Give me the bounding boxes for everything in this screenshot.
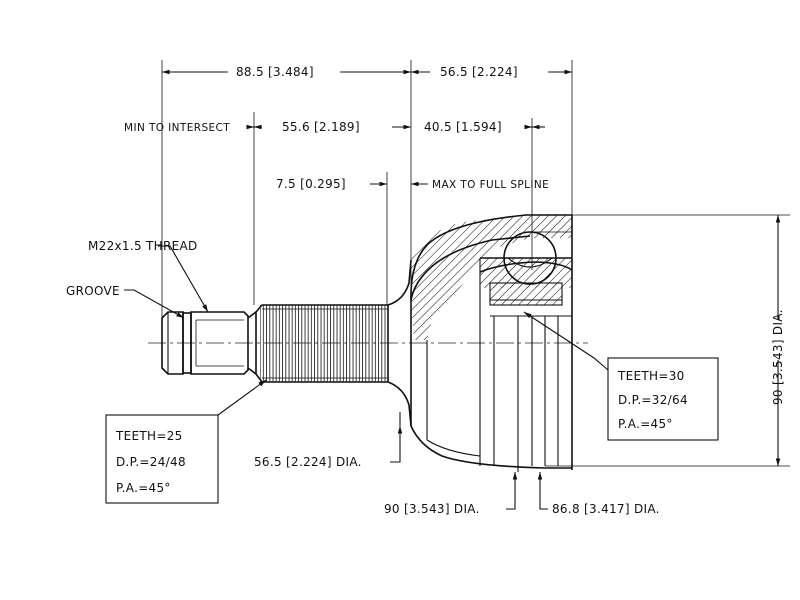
body-dia-callout: 90 [3.543] DIA. — [384, 472, 518, 516]
thread-label: M22x1.5 THREAD — [88, 239, 198, 253]
spec-right-pa: P.A.=45° — [618, 417, 673, 431]
groove-label: GROOVE — [66, 284, 120, 298]
dimension-overall: 88.5 [3.484] 56.5 [2.224] — [161, 60, 573, 330]
dim-min-intersect-value: 55.6 [2.189] — [282, 120, 360, 134]
dim-max-spline-value: 7.5 [0.295] — [276, 177, 346, 191]
shaft-dia-callout: 56.5 [2.224] DIA. — [254, 412, 403, 469]
shaft-neck — [387, 259, 412, 427]
spec-box-right: TEETH=30 D.P.=32/64 P.A.=45° — [523, 311, 719, 441]
dim-spline-right-value: 40.5 [1.594] — [424, 120, 502, 134]
groove-callout: GROOVE — [66, 284, 185, 319]
inner-race — [479, 231, 573, 472]
dim-body-dia: 90 [3.543] DIA. — [384, 502, 480, 516]
spec-right-dp: D.P.=32/64 — [618, 393, 688, 407]
dim-outer-dia: 90 [3.543] DIA. — [771, 309, 785, 405]
bell-housing — [410, 214, 573, 470]
dimension-spline: 7.5 [0.295] MAX TO FULL SPLINE — [276, 172, 549, 305]
shaft-spline — [255, 304, 389, 383]
spec-box-left: TEETH=25 D.P.=24/48 P.A.=45° — [105, 379, 267, 504]
dimension-outer-dia: 90 [3.543] DIA. — [545, 214, 790, 467]
dim-overall-right: 56.5 [2.224] — [440, 65, 518, 79]
dimension-intersect: MIN TO INTERSECT 55.6 [2.189] 40.5 [1.59… — [124, 112, 545, 305]
spec-left-dp: D.P.=24/48 — [116, 455, 186, 469]
dim-shaft-dia: 56.5 [2.224] DIA. — [254, 455, 362, 469]
inner-dia-callout: 86.8 [3.417] DIA. — [537, 472, 660, 516]
dim-max-spline-label: MAX TO FULL SPLINE — [432, 179, 549, 191]
spec-left-pa: P.A.=45° — [116, 481, 171, 495]
threaded-end — [161, 310, 257, 376]
dim-inner-dia: 86.8 [3.417] DIA. — [552, 502, 660, 516]
dim-min-intersect-label: MIN TO INTERSECT — [124, 122, 230, 134]
spec-left-teeth: TEETH=25 — [115, 429, 183, 443]
dim-overall-left: 88.5 [3.484] — [236, 65, 314, 79]
spec-right-teeth: TEETH=30 — [617, 369, 685, 383]
thread-callout: M22x1.5 THREAD — [88, 239, 209, 313]
